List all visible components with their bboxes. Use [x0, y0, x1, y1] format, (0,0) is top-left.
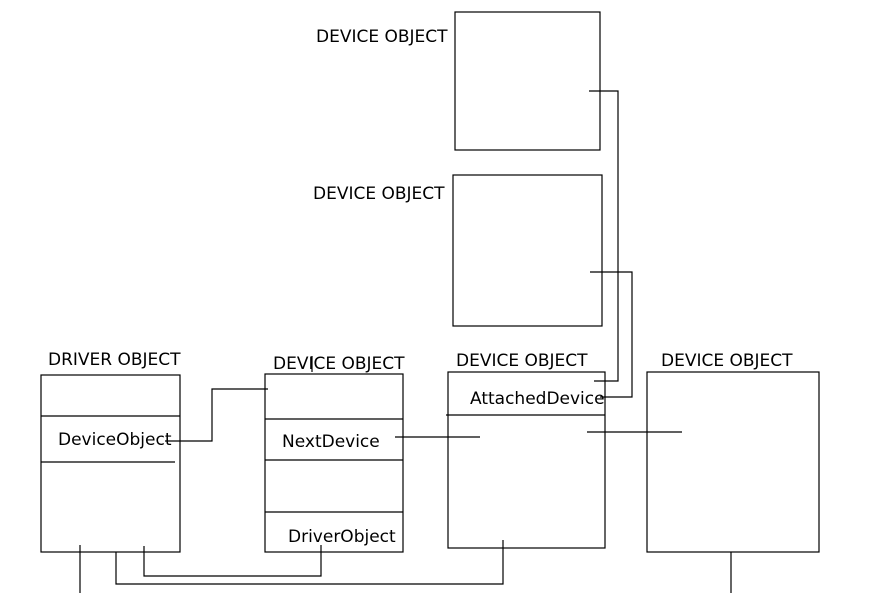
top-device-object-box: [454, 11, 601, 151]
next-device-field: NextDevice: [282, 432, 380, 452]
attached-device-pointer-line-2: [589, 90, 619, 382]
driver-object-pointer-line-2: [115, 540, 504, 585]
device-object-2-box: [447, 371, 606, 549]
device-object-1-label: DEVICE OBJECT: [273, 354, 405, 374]
driver-object-label: DRIVER OBJECT: [48, 350, 181, 370]
middle-device-object-label: DEVICE OBJECT: [313, 184, 445, 204]
top-device-object-label: DEVICE OBJECT: [316, 27, 448, 47]
driver-object-box: [40, 374, 181, 553]
driver-object-pointer-line: [143, 545, 322, 577]
driver-device-object-field: DeviceObject: [58, 430, 172, 450]
device-object-3-label: DEVICE OBJECT: [661, 351, 793, 371]
attached-device-field: AttachedDevice: [470, 389, 605, 409]
device-object-3-box: [646, 371, 820, 553]
device-object-1-box: [264, 373, 404, 553]
middle-device-object-box: [452, 174, 603, 327]
driver-object-field: DriverObject: [288, 527, 396, 547]
attached-device-pointer-line: [590, 271, 633, 398]
device-object-2-label: DEVICE OBJECT: [456, 351, 588, 371]
device-object-pointer-line: [165, 388, 268, 442]
